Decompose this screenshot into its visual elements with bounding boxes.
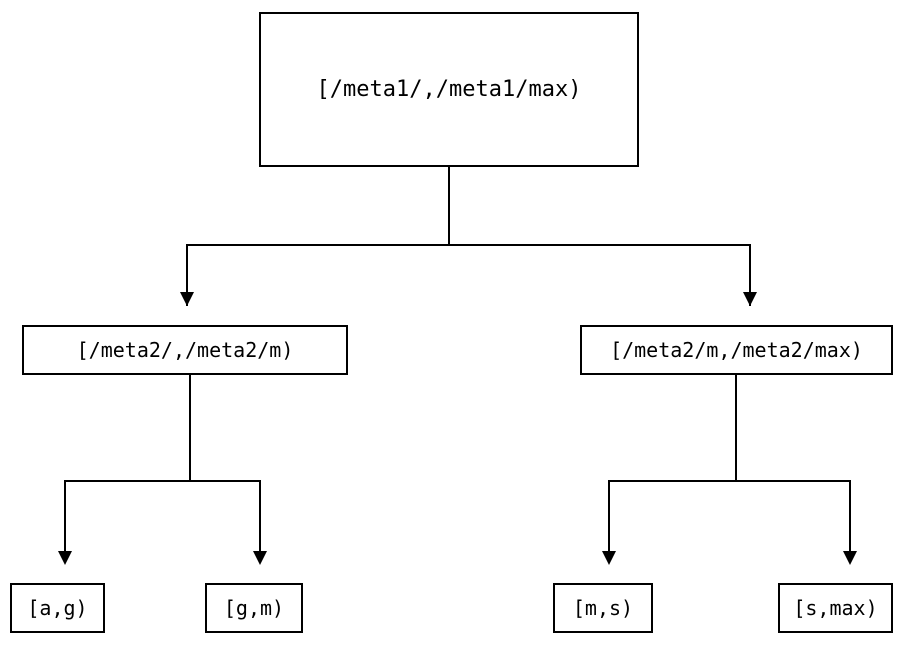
- tree-node-leaf-3[interactable]: [m,s): [553, 583, 653, 633]
- tree-node-root-label: [/meta1/,/meta1/max): [316, 77, 582, 102]
- edge-mid-right-stem: [735, 375, 737, 481]
- tree-node-leaf-1[interactable]: [a,g): [10, 583, 105, 633]
- tree-node-leaf-1-label: [a,g): [27, 596, 88, 620]
- arrow-head-icon-mid-left-to-leaf-1: [58, 551, 72, 565]
- edge-mid-left-stem: [189, 375, 191, 481]
- arrow-head-icon-mid-right-to-leaf-4: [843, 551, 857, 565]
- edge-mid-right-crossbar: [608, 480, 851, 482]
- edge-mid-left-crossbar: [64, 480, 261, 482]
- tree-node-mid-right[interactable]: [/meta2/m,/meta2/max): [580, 325, 893, 375]
- tree-node-leaf-3-label: [m,s): [572, 596, 634, 620]
- tree-node-mid-right-label: [/meta2/m,/meta2/max): [610, 338, 863, 362]
- arrow-head-icon-mid-left-to-leaf-2: [253, 551, 267, 565]
- arrow-head-icon-root-to-mid-left: [180, 292, 194, 306]
- edge-root-crossbar: [186, 244, 750, 246]
- arrow-head-icon-root-to-mid-right: [743, 292, 757, 306]
- edge-mid-right-to-leaf-3-drop: [608, 480, 610, 553]
- tree-node-mid-left[interactable]: [/meta2/,/meta2/m): [22, 325, 348, 375]
- edge-root-to-mid-right-drop: [749, 244, 751, 306]
- tree-node-leaf-2-label: [g,m): [223, 596, 285, 620]
- arrow-head-icon-mid-right-to-leaf-3: [602, 551, 616, 565]
- tree-node-leaf-4[interactable]: [s,max): [778, 583, 893, 633]
- tree-node-root[interactable]: [/meta1/,/meta1/max): [259, 12, 639, 167]
- edge-root-to-mid-left-drop: [186, 244, 188, 306]
- edge-mid-left-to-leaf-1-drop: [64, 480, 66, 553]
- tree-node-leaf-2[interactable]: [g,m): [205, 583, 303, 633]
- tree-node-leaf-4-label: [s,max): [793, 596, 878, 620]
- edge-mid-left-to-leaf-2-drop: [259, 480, 261, 553]
- edge-root-stem: [448, 167, 450, 245]
- tree-node-mid-left-label: [/meta2/,/meta2/m): [76, 338, 294, 362]
- edge-mid-right-to-leaf-4-drop: [849, 480, 851, 553]
